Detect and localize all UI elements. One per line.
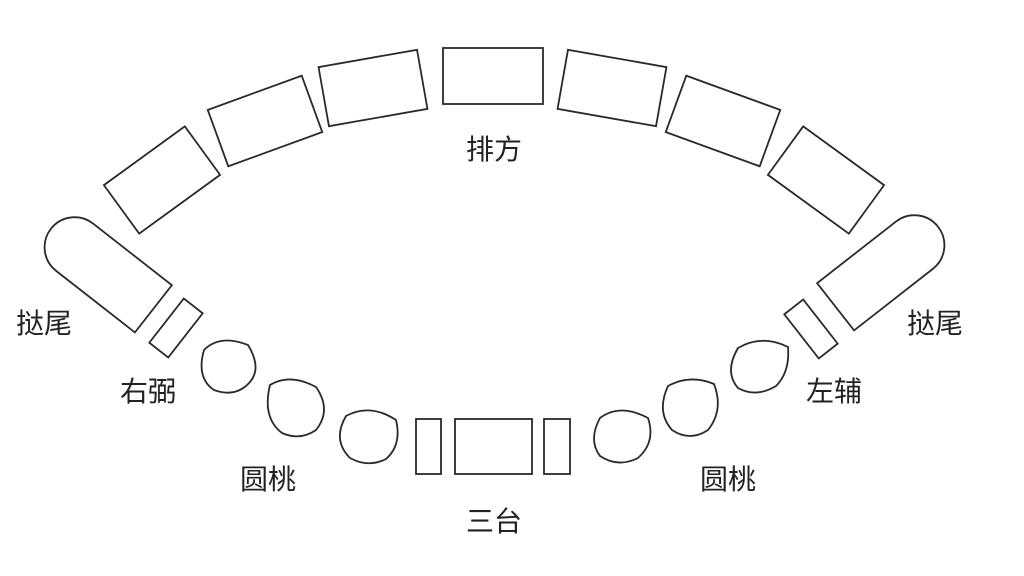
paifang-plaque-5 (556, 48, 668, 128)
label-tawei-left: 挞尾 (16, 307, 73, 340)
label-tawei-right: 挞尾 (907, 307, 964, 340)
yuantao-plaque-left-1 (200, 339, 257, 394)
label-yuantao-right: 圆桃 (700, 463, 757, 496)
label-youbi: 右弼 (120, 375, 177, 408)
paifang-plaque-4 (442, 47, 544, 105)
paifang-plaque-2 (206, 74, 324, 168)
santai-plaque-left (415, 418, 442, 475)
yuantao-plaque-right-2 (662, 378, 719, 437)
yuantao-plaque-left-2 (266, 378, 325, 438)
yuantao-plaque-right-1 (593, 409, 652, 464)
label-zuofu: 左辅 (806, 375, 863, 408)
label-yuantao-left: 圆桃 (240, 463, 297, 496)
paifang-plaque-7 (766, 125, 886, 235)
tawei-plaque-left (43, 216, 174, 334)
label-paifang: 排方 (466, 133, 523, 166)
paifang-plaque-6 (664, 74, 782, 168)
yuantao-plaque-left-3 (339, 409, 399, 465)
santai-plaque-center (454, 418, 533, 475)
paifang-plaque-3 (317, 48, 429, 128)
santai-plaque-right (543, 418, 571, 475)
youbi-plaque (148, 297, 204, 359)
yuantao-plaque-right-3 (730, 339, 790, 394)
paifang-plaque-1 (102, 125, 222, 235)
label-santai: 三台 (466, 505, 523, 538)
zuofu-plaque (783, 298, 839, 360)
tawei-plaque-right (815, 214, 946, 332)
